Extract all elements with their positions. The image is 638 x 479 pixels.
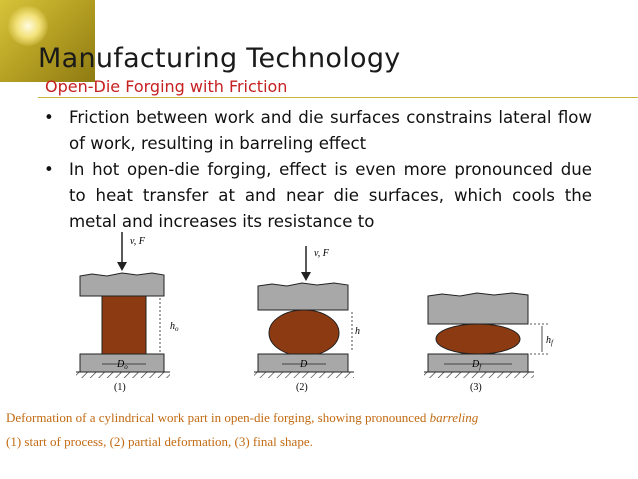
diameter-label: Do <box>116 359 128 371</box>
workpiece <box>435 323 521 355</box>
workpiece <box>101 295 147 355</box>
workpiece <box>268 309 340 357</box>
title-divider <box>38 97 638 98</box>
ground-hatch <box>76 372 170 378</box>
diameter-label: Df <box>471 359 482 371</box>
bullet-text: Friction between work and die surfaces c… <box>69 108 592 153</box>
bullet-item: • In hot open-die forging, effect is eve… <box>44 157 592 235</box>
stage-1: v, F ho Do (1) <box>76 232 179 393</box>
bullet-dot: • <box>44 160 54 179</box>
slide-title: Manufacturing Technology <box>38 43 401 74</box>
force-arrow-head <box>117 262 127 271</box>
stage-2: v, F h D (2) <box>254 246 360 393</box>
slide-subtitle: Open-Die Forging with Friction <box>45 77 288 96</box>
ground-hatch <box>254 372 354 378</box>
stage-number: (2) <box>296 382 308 393</box>
stage-number: (1) <box>114 382 126 393</box>
upper-die <box>427 292 529 325</box>
bullet-list: • Friction between work and die surfaces… <box>44 105 592 235</box>
bullet-text: In hot open-die forging, effect is even … <box>69 160 592 231</box>
corner-decoration <box>0 0 95 82</box>
diameter-label: D <box>299 359 308 370</box>
caption-text: Deformation of a cylindrical work part i… <box>6 410 430 425</box>
stage-number: (3) <box>470 382 482 393</box>
height-label: h <box>355 326 360 337</box>
corner-glow <box>8 6 48 46</box>
figure-caption-line-1: Deformation of a cylindrical work part i… <box>6 410 626 426</box>
force-label: v, F <box>314 248 330 259</box>
forging-diagram: v, F ho Do (1) v, F h D (2) <box>76 232 554 393</box>
force-arrow-head <box>301 272 311 281</box>
bullet-dot: • <box>44 108 54 127</box>
force-label: v, F <box>130 236 146 247</box>
stage-3: hf Df (3) <box>424 292 554 393</box>
caption-emphasis: barreling <box>429 410 479 425</box>
ground-hatch <box>424 372 534 378</box>
bullet-item: • Friction between work and die surfaces… <box>44 105 592 157</box>
upper-die <box>79 272 165 297</box>
height-label: ho <box>170 321 179 333</box>
height-label: hf <box>546 335 554 347</box>
upper-die <box>257 282 349 311</box>
figure-caption-line-2: (1) start of process, (2) partial deform… <box>6 434 313 449</box>
